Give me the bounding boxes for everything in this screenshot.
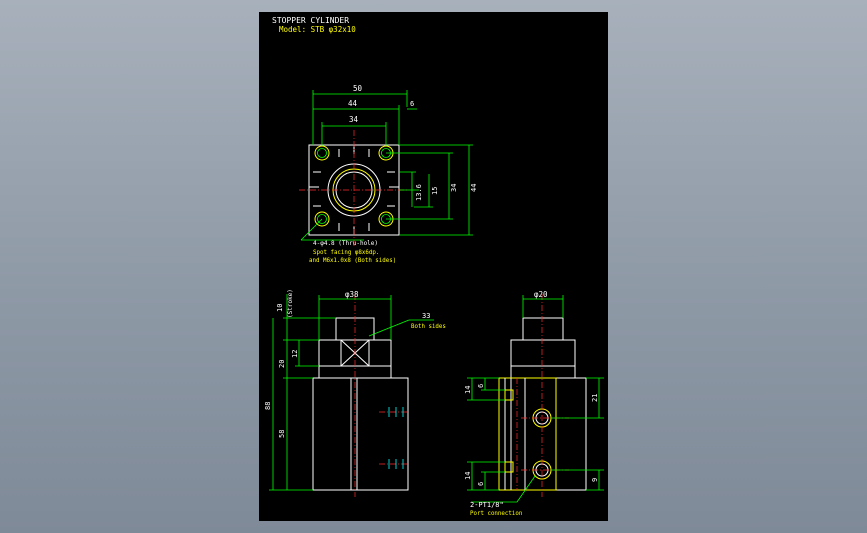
model-label: Model: STB φ32x10	[279, 25, 356, 34]
dim-body-width: 44	[348, 99, 358, 108]
front-view: φ38 33 Both sides 10 (Stroke) 12 20 88 5…	[264, 289, 446, 497]
dim-across-flats: 33	[422, 312, 430, 320]
port-note: Port connection	[470, 511, 522, 517]
dim-34: 34	[450, 184, 458, 192]
dim-side-rod-dia: φ20	[534, 290, 548, 299]
stroke-label: (Stroke)	[287, 289, 294, 318]
hole-note-3: and M6x1.0x8 (Both sides)	[309, 258, 396, 264]
dim-stroke: 10	[276, 304, 284, 312]
dim-overall-width: 50	[353, 84, 363, 93]
dim-15: 15	[431, 187, 439, 195]
hole-note-1: 4-φ4.8 (Thru-hole)	[313, 240, 378, 247]
dim-20: 20	[278, 360, 286, 368]
across-flats-note: Both sides	[411, 324, 446, 330]
cad-drawing: STOPPER CYLINDER Model: STB φ32x10	[264, 16, 604, 517]
dim-rod-dia: φ38	[345, 290, 359, 299]
dim-side-top-14: 14	[464, 386, 472, 394]
dim-side-bot-14: 14	[464, 472, 472, 480]
dim-side-21: 21	[591, 394, 599, 402]
drawing-title: STOPPER CYLINDER	[272, 16, 349, 25]
dim-13-6: 13.6	[415, 184, 423, 201]
dim-88: 88	[264, 402, 272, 410]
dim-side-top-6: 6	[477, 384, 485, 388]
drawing-sheet: STOPPER CYLINDER Model: STB φ32x10	[259, 12, 608, 521]
dim-side-bot-6: 6	[477, 482, 485, 486]
top-view: 50 44 6 34 13.6 15 34 44 4-φ4.8 (Thru-ho…	[299, 84, 478, 264]
dim-bolt-pitch: 34	[349, 115, 359, 124]
hole-note-2: Spot facing φ8x6dp.	[313, 250, 379, 256]
dim-12: 12	[291, 350, 299, 358]
dim-side-9: 9	[591, 478, 599, 482]
dim-offset: 6	[410, 100, 414, 108]
dim-58: 58	[278, 430, 286, 438]
bolt-hole-bl	[314, 211, 330, 227]
dim-44: 44	[470, 184, 478, 192]
side-view: φ20 14 6 14 6 21 9 2-PT1/8" Port connect…	[464, 290, 604, 517]
port-spec: 2-PT1/8"	[470, 501, 504, 509]
